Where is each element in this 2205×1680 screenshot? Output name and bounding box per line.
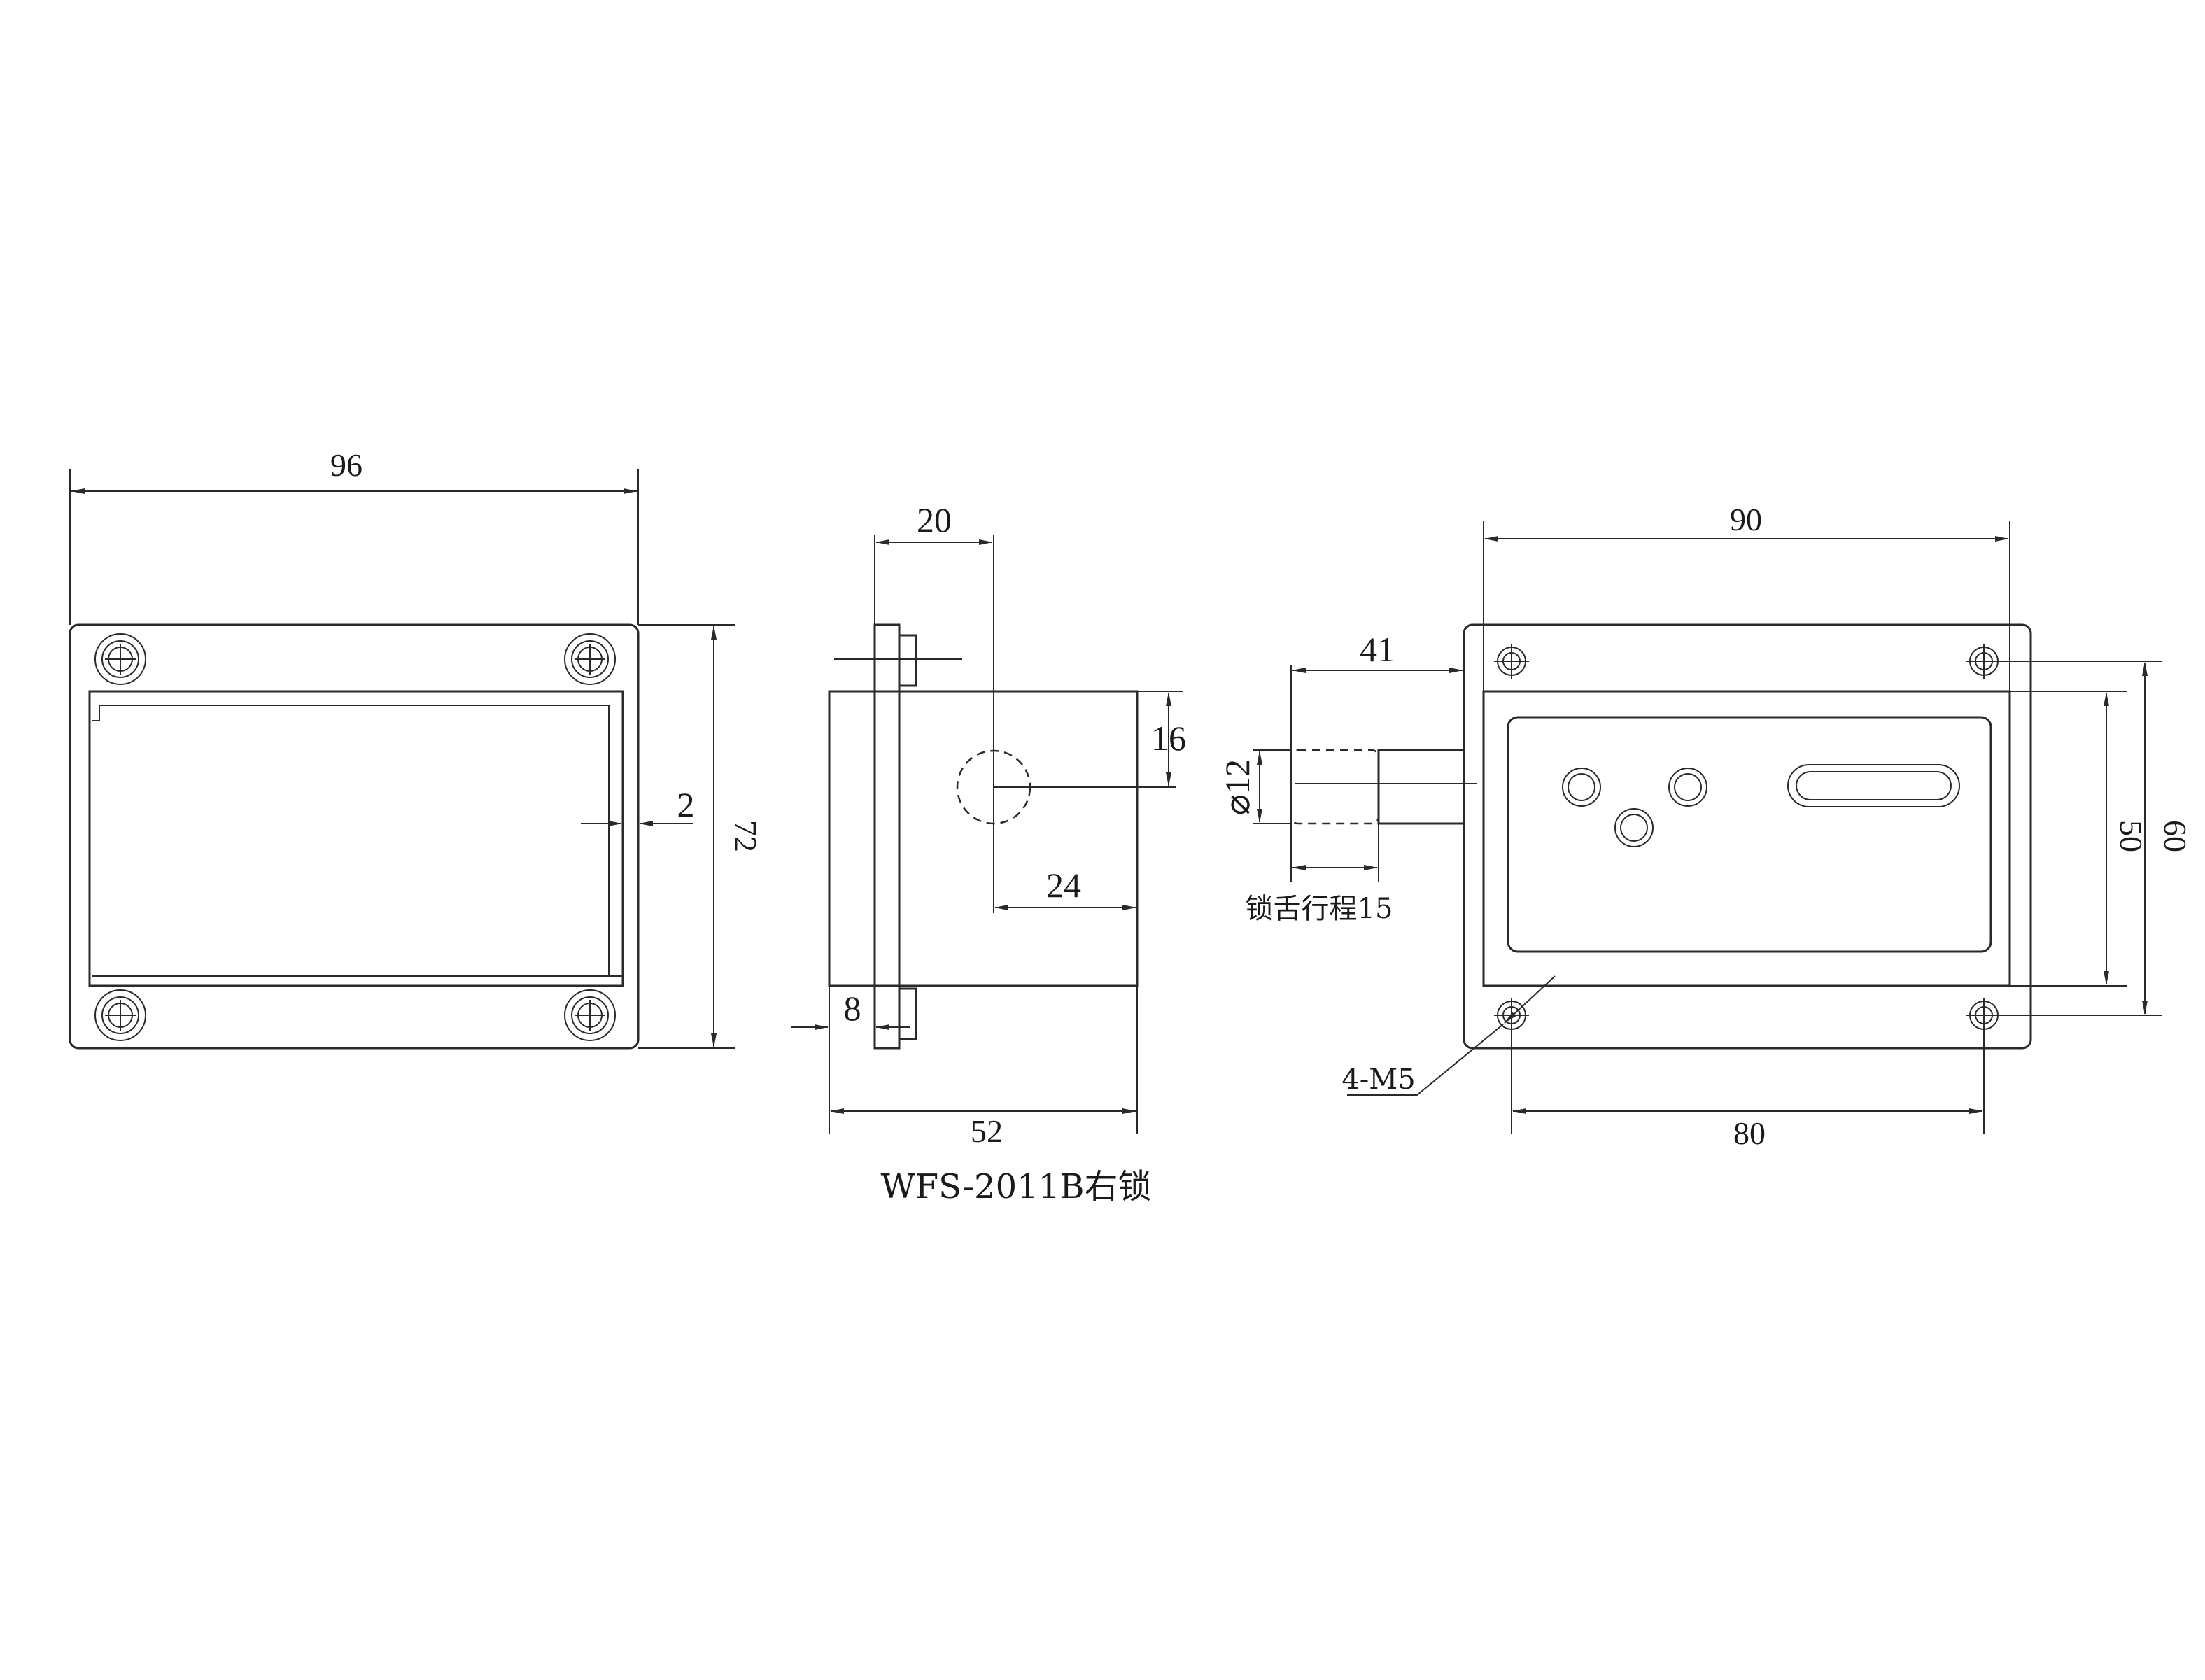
- dim-90-label: 90: [1730, 502, 1762, 537]
- mount-hole-icon: [1966, 998, 2162, 1134]
- back-panel: [1507, 716, 1992, 953]
- back-outer-plate: [1463, 623, 2032, 1050]
- holes-note: 4-M5: [1341, 1064, 1415, 1096]
- dim-52-label: 52: [971, 1113, 1003, 1149]
- screw-icon: [564, 633, 616, 685]
- front-outer-plate: [69, 623, 640, 1050]
- bolt-tip: [1290, 749, 1380, 825]
- hole-icon: [1668, 768, 1707, 807]
- back-slot-inner: [1796, 771, 1952, 800]
- dim-20-label: 20: [917, 500, 952, 539]
- hole-icon: [1614, 808, 1654, 847]
- front-view: 96 72 2: [69, 447, 763, 1050]
- dim-2-label: 2: [677, 785, 695, 824]
- hole-icon: [1562, 768, 1601, 807]
- holes-leader: [1504, 975, 1556, 1024]
- side-screw-bottom: [898, 987, 917, 1040]
- back-slot: [1787, 764, 1960, 807]
- side-view: 20 16 24 8 52 WFS-2011B右锁: [791, 500, 1186, 1206]
- back-inner-frame: [1482, 690, 2011, 987]
- screw-icon: [94, 633, 146, 685]
- dim-8-label: 8: [844, 989, 861, 1028]
- dim-60-label: 60: [2157, 820, 2193, 852]
- side-flange: [873, 623, 901, 1050]
- mount-hole-icon: [1494, 644, 1529, 679]
- screw-icon: [564, 989, 616, 1041]
- dim-dia12-label: ⌀12: [1218, 759, 1257, 815]
- dim-16-label: 16: [1151, 719, 1186, 758]
- mount-hole-icon: [1494, 998, 1529, 1134]
- front-window-edge: [92, 705, 623, 977]
- dim-24-label: 24: [1046, 866, 1081, 905]
- back-view: 90 41 ⌀12 锁舌行程15 50 60 4-M5 80: [1218, 502, 2193, 1151]
- dim-72-label: 72: [728, 820, 763, 852]
- drawing-title: WFS-2011B右锁: [881, 1167, 1152, 1206]
- dim-41-label: 41: [1360, 630, 1395, 669]
- front-inner-frame: [88, 690, 624, 987]
- side-screw-top: [898, 634, 917, 687]
- dim-80-label: 80: [1733, 1115, 1766, 1151]
- dim-96-label: 96: [330, 447, 362, 483]
- stroke-note: 锁舌行程15: [1246, 893, 1393, 925]
- bolt-shaft: [1377, 749, 1465, 825]
- mount-hole-icon: [1966, 644, 2162, 679]
- dim-50-label: 50: [2113, 820, 2149, 852]
- screw-icon: [94, 989, 146, 1041]
